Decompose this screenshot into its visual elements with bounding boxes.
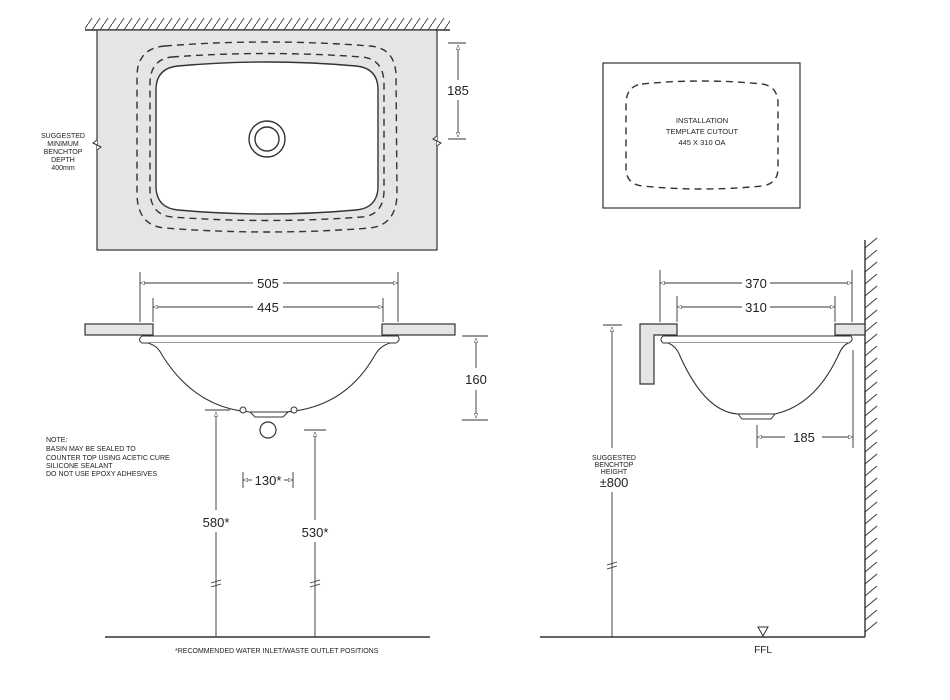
hatch-stroke — [864, 453, 878, 465]
hatch-stroke — [864, 417, 878, 429]
break-mark — [210, 579, 222, 588]
hatch-stroke — [864, 597, 878, 609]
plan-view: 185 SUGGESTED MINIMUM BENCHTOP DEPTH 400… — [41, 18, 469, 251]
note-line: BASIN MAY BE SEALED TO — [46, 446, 136, 453]
hatch-stroke — [864, 309, 878, 321]
hatch-stroke — [864, 333, 878, 345]
label-line: DEPTH — [51, 157, 75, 164]
waste-outlet-side — [737, 413, 776, 420]
hatch-stroke — [864, 561, 878, 573]
hatch-stroke — [864, 369, 878, 381]
ffl-label: FFL — [754, 645, 772, 656]
label-line: SUGGESTED — [41, 133, 85, 140]
hatch-stroke — [864, 249, 878, 261]
wall-hatch — [85, 18, 450, 30]
waste-pipe — [259, 421, 277, 439]
hatch-stroke — [864, 537, 878, 549]
ffl-marker-icon — [757, 626, 769, 638]
label-line: 445 X 310 OA — [678, 138, 725, 147]
dim-185-side: 185 — [793, 430, 815, 445]
hatch-stroke — [864, 549, 878, 561]
hatch-stroke — [864, 525, 878, 537]
counter-right — [381, 323, 456, 336]
height-value: ±800 — [600, 475, 629, 490]
hatch-stroke — [864, 345, 878, 357]
counter-front-edge — [639, 323, 678, 385]
break-symbol — [92, 139, 102, 151]
basin-rim-side — [660, 335, 853, 344]
note-line: SILICONE SEALANT — [46, 463, 113, 470]
dim-185-plan: 185 — [447, 83, 469, 98]
dim-370: 370 — [745, 276, 767, 291]
sealant-note: NOTE: BASIN MAY BE SEALED TO COUNTER TOP… — [46, 437, 170, 478]
dim-130: 130* — [255, 473, 282, 488]
side-section: 370 310 185 SUGGESTED BENCHTOP HEIGHT ±8… — [540, 237, 878, 656]
drain-inner — [254, 126, 280, 152]
template-label: INSTALLATION TEMPLATE CUTOUT 445 X 310 O… — [666, 116, 739, 147]
hatch-stroke — [864, 429, 878, 441]
basin-rim — [139, 335, 400, 344]
break-mark — [309, 579, 321, 588]
label-line: INSTALLATION — [676, 116, 728, 125]
hatch-stroke — [864, 297, 878, 309]
label-line: 400mm — [51, 165, 75, 172]
counter-back — [834, 323, 866, 336]
hatch-stroke — [864, 609, 878, 621]
wall-hatch-side — [864, 237, 878, 633]
break-symbol — [432, 135, 442, 147]
footnote: *RECOMMENDED WATER INLET/WASTE OUTLET PO… — [175, 648, 379, 655]
overflow-hole — [239, 406, 247, 414]
basin-bowl-side — [667, 342, 849, 415]
dim-580: 580* — [203, 515, 230, 530]
overflow-hole — [290, 406, 298, 414]
hatch-stroke — [864, 465, 878, 477]
hatch-stroke — [864, 441, 878, 453]
waste-outlet — [249, 411, 289, 418]
note-line: DO NOT USE EPOXY ADHESIVES — [46, 471, 157, 478]
hatch-stroke — [864, 489, 878, 501]
hatch-stroke — [864, 273, 878, 285]
front-section: 505 445 160 580* 530* 130* N — [46, 272, 488, 655]
label-line: BENCHTOP — [44, 149, 83, 156]
note-line: NOTE: — [46, 437, 67, 444]
label-line: TEMPLATE CUTOUT — [666, 127, 739, 136]
dim-505: 505 — [257, 276, 279, 291]
label-line: SUGGESTED — [592, 455, 636, 462]
benchtop-depth-label: SUGGESTED MINIMUM BENCHTOP DEPTH 400mm — [41, 133, 85, 172]
hatch-stroke — [864, 513, 878, 525]
hatch-stroke — [864, 477, 878, 489]
benchtop-height-label: SUGGESTED BENCHTOP HEIGHT ±800 — [592, 455, 636, 490]
hatch-stroke — [864, 285, 878, 297]
label-line: MINIMUM — [47, 141, 79, 148]
label-line: BENCHTOP — [595, 462, 634, 469]
hatch-stroke — [864, 585, 878, 597]
hatch-stroke — [864, 237, 878, 249]
template-cutout-outline — [625, 80, 779, 190]
break-mark — [606, 561, 618, 570]
dim-160: 160 — [465, 372, 487, 387]
hatch-stroke — [864, 357, 878, 369]
counter-left — [84, 323, 154, 336]
hatch-stroke — [864, 405, 878, 417]
hatch-stroke — [864, 621, 878, 633]
hatch-stroke — [864, 393, 878, 405]
hatch-stroke — [864, 573, 878, 585]
label-line: HEIGHT — [601, 469, 628, 476]
basin-bowl — [147, 342, 391, 413]
basin-outline-dashed-inner — [149, 52, 385, 222]
installation-template: INSTALLATION TEMPLATE CUTOUT 445 X 310 O… — [602, 62, 801, 209]
hatch-stroke — [864, 321, 878, 333]
basin-outline-dashed-outer — [136, 41, 398, 233]
dim-530: 530* — [302, 525, 329, 540]
dim-445: 445 — [257, 300, 279, 315]
hatch-stroke — [864, 381, 878, 393]
dim-310: 310 — [745, 300, 767, 315]
hatch-stroke — [864, 501, 878, 513]
hatch-stroke — [864, 261, 878, 273]
note-line: COUNTER TOP USING ACETIC CURE — [46, 455, 170, 462]
